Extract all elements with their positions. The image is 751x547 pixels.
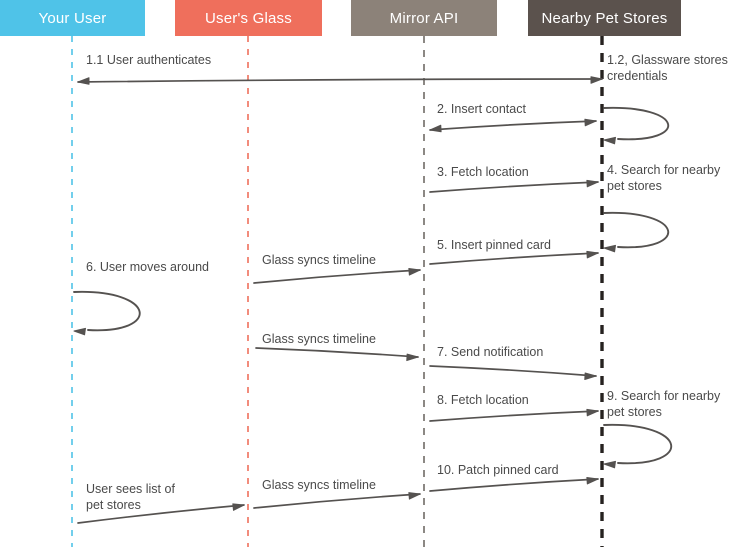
actor-header-mirror-api[interactable]: Mirror API xyxy=(351,0,497,36)
message-label-m8: 8. Fetch location xyxy=(437,393,529,407)
arrowhead-start xyxy=(590,76,603,84)
arrowhead-start xyxy=(232,503,245,511)
arrowhead-end xyxy=(584,118,597,127)
message-line xyxy=(429,181,599,193)
arrowhead-end xyxy=(603,136,616,145)
message-label-m9: 9. Search for nearby pet stores xyxy=(607,389,721,419)
message-m2 xyxy=(429,118,597,133)
message-m-final xyxy=(77,503,245,524)
message-label-m7: 7. Send notification xyxy=(437,345,544,359)
actor-header-nearby-pet-stores[interactable]: Nearby Pet Stores xyxy=(528,0,681,36)
message-m8 xyxy=(429,408,599,422)
self-loop-path xyxy=(603,107,669,141)
arrowhead-end xyxy=(603,244,616,253)
arrowhead-start xyxy=(586,179,599,188)
message-m9 xyxy=(603,424,673,469)
arrowhead-start xyxy=(429,124,442,133)
message-line xyxy=(255,347,419,358)
message-m1-1 xyxy=(77,76,603,85)
arrowhead-end xyxy=(77,77,90,85)
message-m-sync-1 xyxy=(253,268,421,284)
message-m-sync-2 xyxy=(255,347,419,362)
message-m4 xyxy=(603,212,669,253)
arrowhead-start xyxy=(408,492,421,500)
actor-label-nearby-pet-stores: Nearby Pet Stores xyxy=(541,9,668,27)
arrowhead-start xyxy=(586,408,599,417)
message-label-m-final: User sees list of pet stores xyxy=(86,482,175,512)
message-label-m-sync-1: Glass syncs timeline xyxy=(262,253,376,267)
arrowhead-end xyxy=(406,353,419,362)
message-label-m-sync-2: Glass syncs timeline xyxy=(262,332,376,346)
arrowhead-end xyxy=(603,460,616,469)
actor-label-mirror-api: Mirror API xyxy=(389,9,459,27)
arrowhead-start xyxy=(408,268,421,276)
message-line xyxy=(253,493,421,509)
self-loop-path xyxy=(603,212,669,249)
message-m10 xyxy=(429,476,599,492)
message-label-m10: 10. Patch pinned card xyxy=(437,463,559,477)
arrowhead-end xyxy=(584,372,597,381)
actor-header-your-user[interactable]: Your User xyxy=(0,0,145,36)
message-m1-2 xyxy=(603,107,669,145)
messages-layer xyxy=(73,76,673,524)
actor-header-users-glass[interactable]: User's Glass xyxy=(175,0,322,36)
message-label-m4: 4. Search for nearby pet stores xyxy=(607,163,721,193)
message-line xyxy=(429,410,599,422)
message-m5 xyxy=(429,250,599,265)
self-loop-path xyxy=(73,291,141,332)
message-line xyxy=(253,269,421,284)
message-line xyxy=(77,504,245,524)
message-label-m6: 6. User moves around xyxy=(86,260,209,274)
message-label-m1-1: 1.1 User authenticates xyxy=(86,53,212,67)
arrowhead-start xyxy=(586,476,599,485)
self-loop-path xyxy=(603,424,673,465)
message-line xyxy=(429,252,599,265)
message-m6 xyxy=(73,291,141,336)
actor-label-your-user: Your User xyxy=(38,9,107,27)
message-line xyxy=(429,120,597,131)
message-m7 xyxy=(429,365,597,381)
message-m-sync-3 xyxy=(253,492,421,509)
actor-label-users-glass: User's Glass xyxy=(205,9,292,27)
message-label-m1-2: 1.2, Glassware stores credentials xyxy=(607,53,728,83)
message-label-m-sync-3: Glass syncs timeline xyxy=(262,478,376,492)
message-label-m3: 3. Fetch location xyxy=(437,165,529,179)
message-line xyxy=(77,78,603,83)
arrowhead-start xyxy=(586,250,599,259)
message-label-m5: 5. Insert pinned card xyxy=(437,238,551,252)
arrowhead-end xyxy=(73,327,86,336)
message-line xyxy=(429,365,597,377)
message-m3 xyxy=(429,179,599,193)
message-line xyxy=(429,478,599,492)
lifelines-layer xyxy=(71,36,604,547)
message-label-m2: 2. Insert contact xyxy=(437,102,526,116)
